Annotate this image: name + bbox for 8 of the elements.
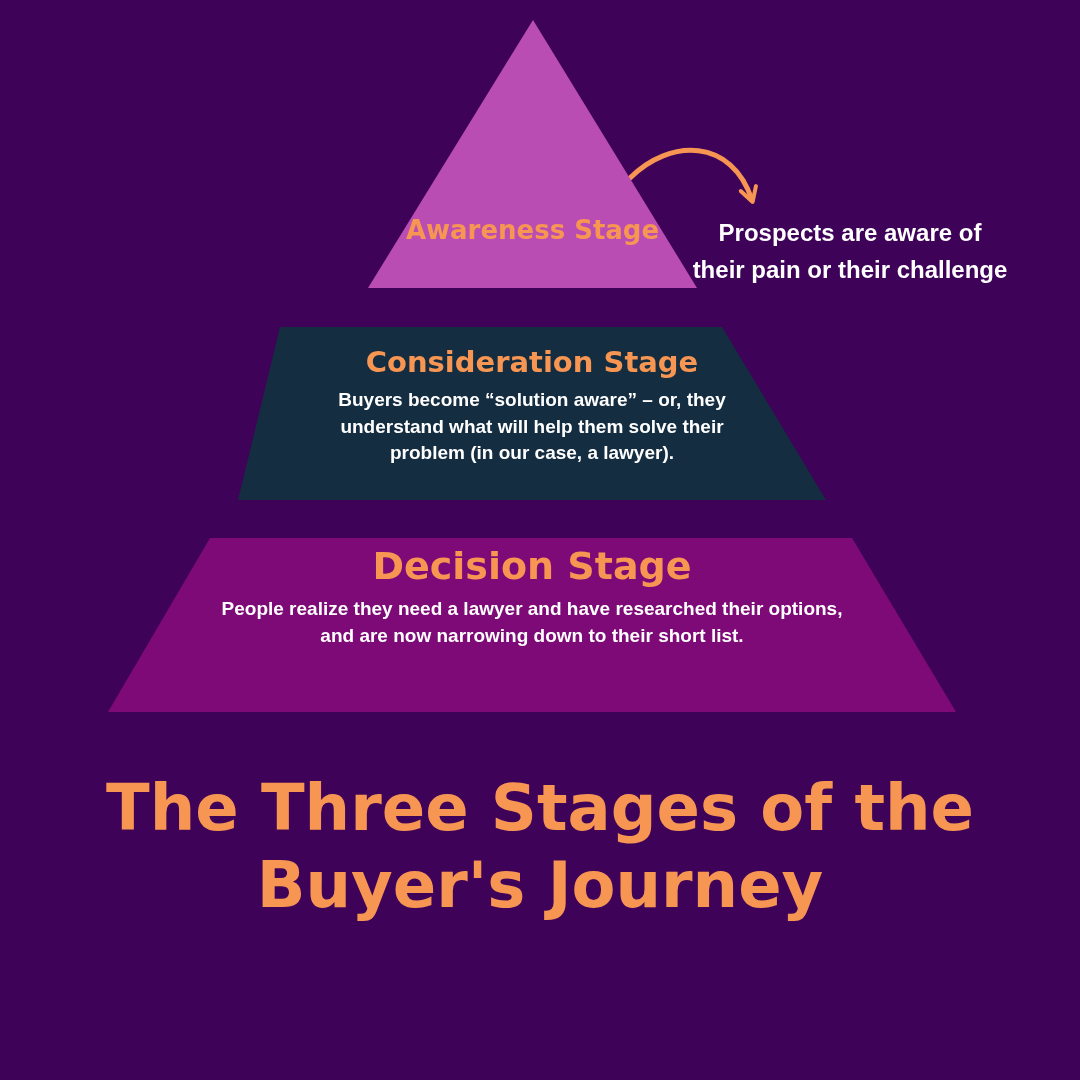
stage-description: People realize they need a lawyer and have researched their options, and are now narrowing down to their short list. [220, 597, 844, 648]
stage-description: Buyers become “solution aware” – or, they understand what will help them solve their problem (in our case, a lawyer). [337, 388, 727, 466]
stage-heading: Awareness Stage [405, 215, 660, 245]
curved-arrow [627, 147, 757, 204]
callout-text: Prospects are aware of their pain or their challenge [691, 218, 1009, 286]
title: The Three Stages of the Buyer's Journey [105, 770, 975, 924]
stage-heading: Decision Stage [372, 544, 692, 588]
stage-heading: Consideration Stage [365, 345, 699, 379]
